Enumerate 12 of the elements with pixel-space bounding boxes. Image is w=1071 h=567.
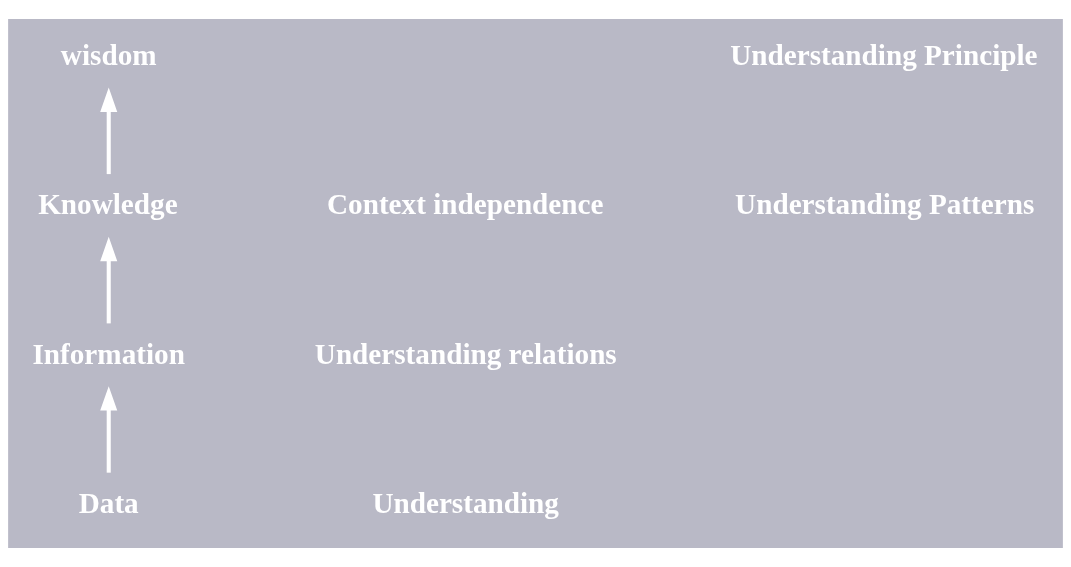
label: Understanding Patterns [735,188,1035,221]
node-text: Knowledge [38,188,178,221]
arrow [100,386,118,473]
node-text: Data [78,486,139,519]
node-text: wisdom [60,39,157,72]
arrow [100,87,118,175]
node-text: Information [32,337,185,370]
label: Understanding relations [314,337,617,370]
label: Understanding Principle [730,39,1038,72]
label: Context independence [326,188,604,221]
label: Understanding [372,486,559,519]
arrow [100,236,118,324]
